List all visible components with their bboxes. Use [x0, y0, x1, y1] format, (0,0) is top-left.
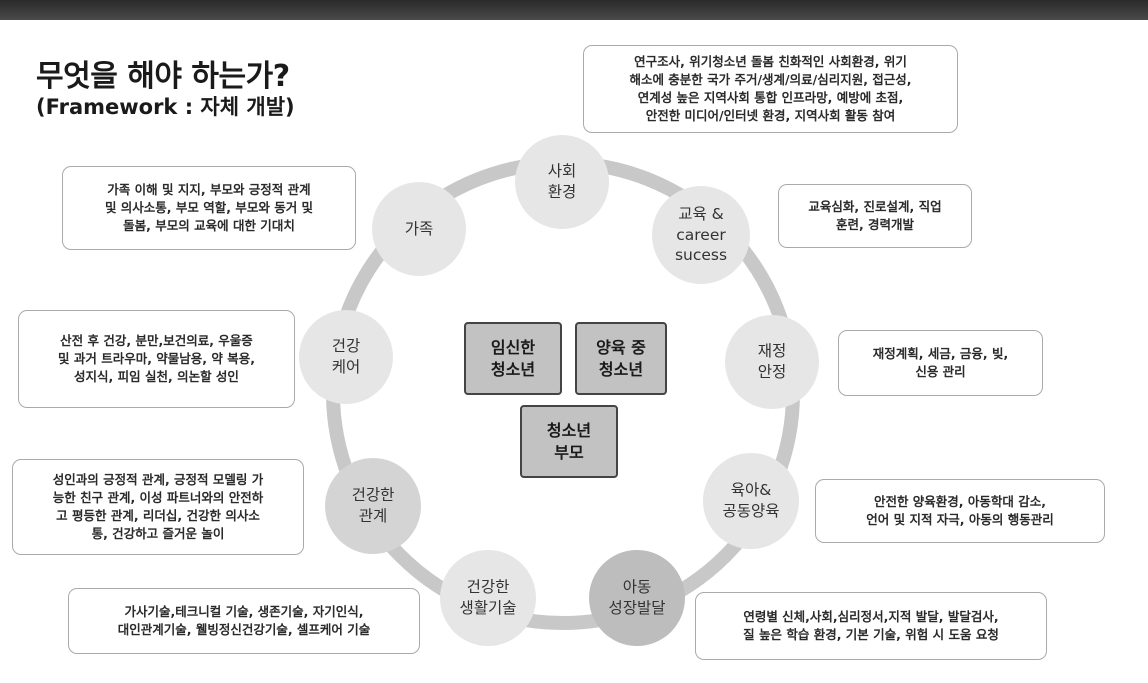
node-child-development: 아동 성장발달 — [589, 550, 685, 646]
desc-healthy-life-skills: 가사기술,테크니컬 기술, 생존기술, 자기인식, 대인관계기술, 웰빙정신건강… — [68, 588, 420, 654]
page-title: 무엇을 해야 하는가? (Framework : 자체 개발) — [36, 59, 295, 119]
desc-child-development: 연령별 신체,사회,심리정서,지적 발달, 발달검사, 질 높은 학습 환경, … — [695, 592, 1047, 660]
node-healthy-relationships: 건강한 관계 — [325, 458, 421, 554]
title-question: 무엇을 해야 하는가? — [36, 59, 290, 94]
title-framework-note: (Framework : 자체 개발) — [36, 94, 295, 119]
center-teen-parents: 청소년 부모 — [520, 405, 618, 478]
desc-education-career: 교육심화, 진로설계, 직업 훈련, 경력개발 — [778, 184, 972, 248]
top-bar — [0, 0, 1148, 20]
node-family: 가족 — [372, 182, 466, 276]
desc-health-care: 산전 후 건강, 분만,보건의료, 우울증 및 과거 트라우마, 약물남용, 약… — [18, 310, 295, 408]
node-childcare-coparenting: 육아& 공동양육 — [703, 453, 799, 549]
node-financial-stability: 재정 안정 — [725, 315, 819, 409]
desc-healthy-relationships: 성인과의 긍정적 관계, 긍정적 모델링 가 능한 친구 관계, 이성 파트너와… — [12, 459, 304, 555]
desc-financial-stability: 재정계획, 세금, 금융, 빚, 신용 관리 — [838, 330, 1043, 396]
desc-social-environment: 연구조사, 위기청소년 돌봄 친화적인 사회환경, 위기 해소에 충분한 국가 … — [583, 45, 958, 133]
desc-family: 가족 이해 및 지지, 부모와 긍정적 관계 및 의사소통, 부모 역할, 부모… — [62, 166, 356, 250]
center-pregnant-teens: 임신한 청소년 — [464, 322, 562, 395]
node-health-care: 건강 케어 — [299, 310, 393, 404]
center-parenting-teens: 양육 중 청소년 — [575, 322, 667, 395]
desc-childcare-coparenting: 안전한 양육환경, 아동학대 감소, 언어 및 지적 자극, 아동의 행동관리 — [815, 479, 1105, 543]
node-social-environment: 사회 환경 — [515, 135, 609, 229]
node-healthy-life-skills: 건강한 생활기술 — [440, 550, 536, 646]
node-education-career: 교육 & career sucess — [652, 186, 750, 284]
